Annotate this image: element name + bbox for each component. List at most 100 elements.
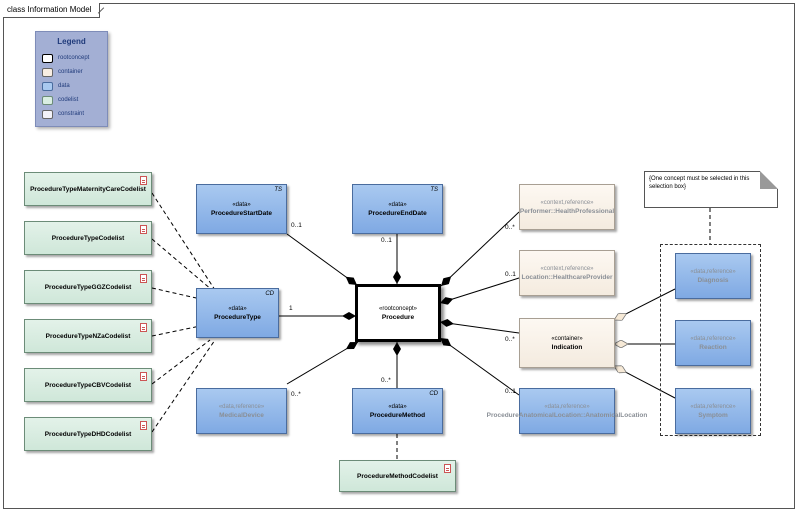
node-name: ProcedureEndDate xyxy=(368,209,427,217)
legend-swatch-container xyxy=(42,68,53,77)
note-text: {One concept must be selected in this se… xyxy=(649,176,750,190)
legend-title: Legend xyxy=(57,37,86,46)
node-performer[interactable]: «context,reference» Performer::HealthPro… xyxy=(519,184,615,230)
note-fold xyxy=(760,171,778,189)
document-icon xyxy=(140,176,147,185)
link-symptom xyxy=(614,366,676,399)
link-medical-device xyxy=(286,341,359,385)
codelist-name: ProcedureTypeDHDCodelist xyxy=(44,430,132,438)
node-procedure-type[interactable]: CD «data» ProcedureType xyxy=(196,288,279,338)
codelist-ggz[interactable]: ProcedureTypeGGZCodelist xyxy=(24,270,152,304)
multiplicity-method: 0..* xyxy=(381,377,391,384)
multiplicity-indication: 0..* xyxy=(505,336,515,343)
node-procedure-method[interactable]: CD «data» ProcedureMethod xyxy=(352,388,443,434)
legend-label: container xyxy=(58,69,83,75)
stereotype-label: «container» xyxy=(551,335,583,342)
codelist-name: ProcedureTypeCBVCodelist xyxy=(44,381,132,389)
document-icon xyxy=(140,323,147,332)
stereotype-label: «context,reference» xyxy=(540,265,594,272)
document-icon xyxy=(140,421,147,430)
codelist-dhd[interactable]: ProcedureTypeDHDCodelist xyxy=(24,417,152,451)
multiplicity-location: 0..1 xyxy=(505,271,516,278)
stereotype-label: «data» xyxy=(232,201,251,208)
codelist-maternity-care[interactable]: ProcedureTypeMaternityCareCodelist xyxy=(24,172,152,206)
document-icon xyxy=(140,372,147,381)
datatype-tag: TS xyxy=(430,187,438,193)
codelist-name: ProcedureTypeNZaCodelist xyxy=(45,332,131,340)
document-icon xyxy=(140,225,147,234)
link-anatomical xyxy=(439,337,520,396)
link-start-date xyxy=(286,233,358,286)
stereotype-label: «data» xyxy=(388,201,407,208)
codelist-link-maternity xyxy=(151,192,216,291)
codelist-link-cbv xyxy=(151,339,211,385)
node-name: Diagnosis xyxy=(697,276,729,284)
link-performer xyxy=(440,211,520,287)
stereotype-label: «data,reference» xyxy=(690,335,736,342)
stereotype-label: «rootconcept» xyxy=(378,305,418,312)
codelist-name: ProcedureTypeMaternityCareCodelist xyxy=(30,185,146,193)
node-diagnosis[interactable]: «data,reference» Diagnosis xyxy=(675,253,751,299)
node-anatomical-location[interactable]: «data,reference» ProcedureAnatomicalLoca… xyxy=(487,388,647,434)
stereotype-label: «data» xyxy=(228,305,247,312)
node-procedure-start-date[interactable]: TS «data» ProcedureStartDate xyxy=(196,184,287,234)
node-procedure-root[interactable]: «rootconcept» Procedure xyxy=(355,284,441,342)
codelist-name: ProcedureTypeGGZCodelist xyxy=(44,283,132,291)
legend-swatch-constraint xyxy=(42,110,53,119)
node-procedure-end-date[interactable]: TS «data» ProcedureEndDate xyxy=(352,184,443,234)
codelist-link-dhd xyxy=(151,339,216,433)
multiplicity-end-date: 0..1 xyxy=(381,237,392,244)
node-name: ProcedureType xyxy=(214,313,261,321)
node-name: Location::HealthcareProvider xyxy=(521,273,613,281)
stereotype-label: «data,reference» xyxy=(690,403,736,410)
document-icon xyxy=(140,274,147,283)
stereotype-label: «data» xyxy=(388,403,407,410)
node-name: MedicalDevice xyxy=(219,411,264,419)
node-name: Indication xyxy=(551,343,583,351)
codelist-cbv[interactable]: ProcedureTypeCBVCodelist xyxy=(24,368,152,402)
codelist-name: ProcedureMethodCodelist xyxy=(357,472,438,480)
stereotype-label: «data,reference» xyxy=(218,403,265,410)
node-symptom[interactable]: «data,reference» Symptom xyxy=(675,388,751,434)
node-location[interactable]: «context,reference» Location::Healthcare… xyxy=(519,250,615,296)
node-name: Symptom xyxy=(698,411,728,419)
multiplicity-anatomical: 0..1 xyxy=(505,388,516,395)
node-name: ProcedureAnatomicalLocation::AnatomicalL… xyxy=(486,411,648,419)
node-medical-device[interactable]: «data,reference» MedicalDevice xyxy=(196,388,287,434)
frame-title: class Information Model xyxy=(3,3,101,18)
datatype-tag: CD xyxy=(265,291,274,297)
link-location xyxy=(439,277,520,305)
legend-swatch-data xyxy=(42,82,53,91)
multiplicity-type: 1 xyxy=(289,305,293,312)
diagram-frame xyxy=(3,3,795,509)
node-name: Procedure xyxy=(381,313,415,321)
node-name: ProcedureMethod xyxy=(369,411,426,419)
selection-box xyxy=(660,244,761,436)
codelist-nza[interactable]: ProcedureTypeNZaCodelist xyxy=(24,319,152,353)
multiplicity-performer: 0..* xyxy=(505,224,515,231)
link-indication xyxy=(439,319,520,334)
node-name: ProcedureStartDate xyxy=(210,209,273,217)
stereotype-label: «data,reference» xyxy=(690,268,736,275)
multiplicity-medical-device: 0..* xyxy=(291,391,301,398)
legend-label: data xyxy=(58,83,70,89)
node-indication[interactable]: «container» Indication xyxy=(519,318,615,368)
legend: Legend rootconcept container data codeli… xyxy=(35,31,108,127)
codelist-name: ProcedureTypeCodelist xyxy=(51,234,125,242)
node-reaction[interactable]: «data,reference» Reaction xyxy=(675,320,751,366)
stereotype-label: «context,reference» xyxy=(540,199,594,206)
codelist-procedure-method[interactable]: ProcedureMethodCodelist xyxy=(339,460,456,492)
legend-swatch-rootconcept xyxy=(42,54,53,63)
codelist-link-type xyxy=(151,238,213,291)
legend-swatch-codelist xyxy=(42,96,53,105)
datatype-tag: TS xyxy=(274,187,282,193)
multiplicity-start-date: 0..1 xyxy=(291,222,302,229)
constraint-note[interactable]: {One concept must be selected in this se… xyxy=(644,171,778,208)
node-name: Performer::HealthProfessional xyxy=(519,207,615,215)
codelist-procedure-type[interactable]: ProcedureTypeCodelist xyxy=(24,221,152,255)
document-icon xyxy=(444,464,451,473)
link-diagnosis xyxy=(614,288,676,320)
node-name: Reaction xyxy=(699,343,727,351)
legend-label: constraint xyxy=(58,111,85,117)
